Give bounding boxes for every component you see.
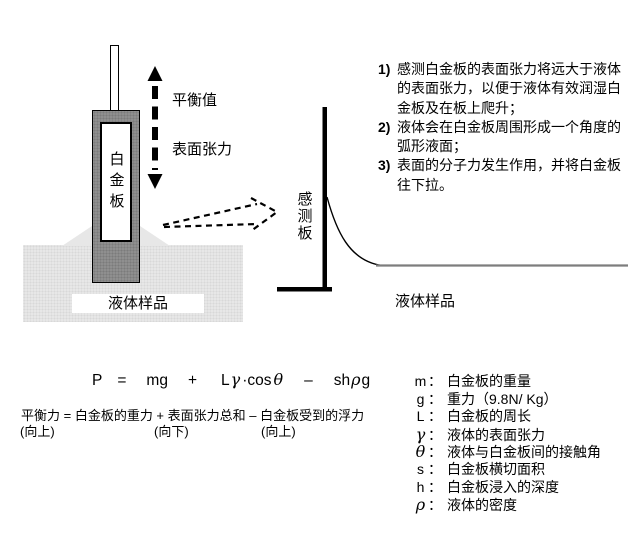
variable-symbol: g: [416, 390, 425, 407]
arrow-down-head: [147, 174, 163, 189]
variable-description: 液体的表面张力: [447, 426, 545, 443]
liquid-sample-label-right: 液体样品: [395, 293, 456, 310]
platinum-plate: 白金板: [100, 122, 132, 242]
variable-row: m： 白金板的重量: [413, 373, 601, 391]
sensor-plate-label: 感测板: [295, 191, 313, 242]
formula-gamma: γ: [230, 370, 241, 389]
force-curve: [326, 196, 383, 267]
variable-description: 重力（9.8N/ Kg）: [447, 390, 558, 407]
direction-down: (向下): [154, 424, 189, 439]
formula-theta: θ: [273, 370, 284, 389]
suspension-rod: [110, 45, 119, 111]
note-text: 感测白金板的表面张力将远大于液体的表面张力，以便于液体有效润湿白金板及在板上爬升…: [397, 61, 621, 116]
sensor-base-line: [277, 287, 332, 292]
pointer-lower-line: [163, 222, 258, 229]
variable-description: 液体的密度: [447, 497, 517, 514]
formula-P: P: [92, 372, 103, 389]
variable-colon: ：: [428, 390, 442, 407]
note-text: 表面的分子力发生作用，并将白金板往下拉。: [397, 157, 621, 193]
platinum-plate-label: 白金板: [107, 150, 125, 214]
variable-row: g： 重力（9.8N/ Kg）: [413, 391, 601, 409]
formula-mg: mg: [146, 372, 168, 389]
formula-rho: ρ: [351, 370, 361, 389]
variable-row: θ： 液体与白金板间的接触角: [413, 443, 601, 461]
variable-symbol: s: [417, 460, 424, 477]
note-number: 1): [378, 61, 391, 77]
variable-colon: ：: [428, 444, 442, 461]
balance-value-label: 平衡值: [172, 92, 218, 109]
note-text: 液体会在白金板周围形成一个角度的弧形液面；: [397, 118, 621, 155]
meniscus-left: [62, 226, 92, 246]
formula-cos: ·cos: [242, 372, 272, 389]
variable-row: h： 白金板浸入的深度: [413, 479, 601, 497]
variable-row: ρ： 液体的密度: [413, 496, 601, 514]
direction-up-2: (向上): [261, 424, 296, 439]
variable-symbol: m: [414, 373, 427, 389]
note-number: 3): [378, 157, 391, 174]
variable-description: 白金板浸入的深度: [447, 478, 559, 495]
force-formula: P = mg + L γ ·cos θ – sh ρ g: [92, 370, 370, 390]
direction-up-1: (向上): [20, 424, 55, 439]
variable-description: 白金板横切面积: [447, 460, 545, 477]
variable-row: γ： 液体的表面张力: [413, 426, 601, 444]
variable-colon: ：: [428, 478, 442, 495]
surface-tension-label: 表面张力: [172, 141, 233, 158]
note-item: 1) 感测白金板的表面张力将远大于液体的表面张力，以便于液体有效润湿白金板及在板…: [378, 60, 632, 118]
arrow-up-head: [147, 66, 163, 81]
variable-symbol: θ: [415, 442, 426, 462]
formula-sh: sh: [333, 372, 351, 389]
meniscus-right: [140, 226, 170, 246]
variable-symbol: ρ: [415, 495, 426, 515]
variable-colon: ：: [428, 373, 442, 389]
variable-symbol: γ: [415, 424, 426, 444]
sensor-plate-line: [322, 107, 327, 291]
note-item: 2) 液体会在白金板周围形成一个角度的弧形液面；: [378, 118, 632, 157]
note-item: 3) 表面的分子力发生作用，并将白金板往下拉。: [378, 156, 632, 195]
meniscus-shapes: [62, 226, 170, 246]
formula-plus: +: [187, 372, 198, 389]
notes-list: 1) 感测白金板的表面张力将远大于液体的表面张力，以便于液体有效润湿白金板及在板…: [378, 60, 632, 195]
variable-colon: ：: [428, 426, 442, 443]
variable-symbol: L: [416, 408, 425, 425]
liquid-sample-label-box: 液体样品: [72, 294, 204, 313]
variable-description: 白金板的重量: [447, 373, 531, 389]
variable-row: L： 白金板的周长: [413, 408, 601, 426]
variable-colon: ：: [428, 460, 442, 477]
variable-description: 白金板的周长: [447, 408, 531, 425]
dashed-balance-arrow: [147, 66, 163, 189]
formula-equals: =: [117, 372, 127, 389]
formula-L: L: [221, 372, 230, 389]
pointer-arrow-head: [250, 197, 280, 232]
variable-colon: ：: [428, 497, 442, 514]
formula-minus: –: [304, 372, 313, 389]
formula-g: g: [361, 372, 371, 389]
variable-symbol: h: [416, 478, 425, 495]
variable-colon: ：: [428, 408, 442, 425]
variable-row: s： 白金板横切面积: [413, 461, 601, 479]
variable-description: 液体与白金板间的接触角: [447, 444, 601, 461]
pointer-upper-line: [162, 202, 258, 227]
note-number: 2): [378, 118, 391, 135]
dashed-pointer-arrow: [162, 197, 280, 232]
balance-equation: 平衡力 = 白金板的重力 + 表面张力总和 – 白金板受到的浮力: [21, 408, 365, 423]
variables-legend: m：白金板的重量 g：重力（9.8N/ Kg） L：白金板的周长 γ：液体的表面…: [413, 373, 601, 514]
